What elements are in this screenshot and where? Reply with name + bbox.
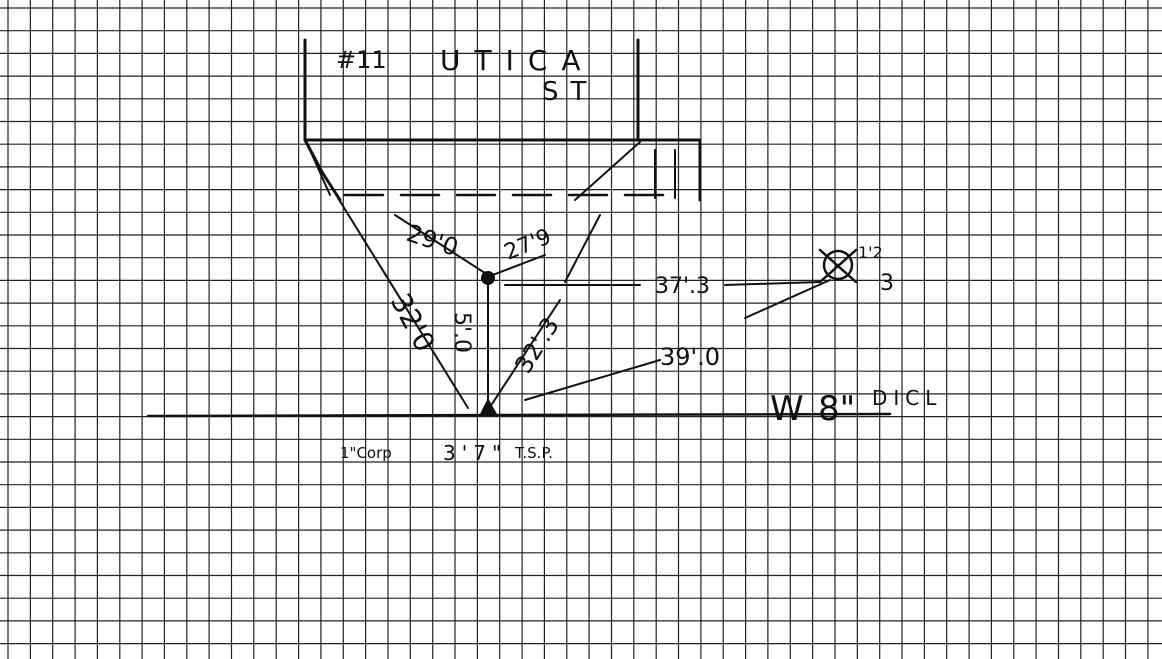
building-number: #11: [336, 46, 387, 74]
main-label: W 8" DICL: [770, 386, 942, 429]
tie-lines: [337, 197, 831, 409]
tap-marker: [480, 398, 497, 414]
dim-right-short: 32'.3: [509, 312, 565, 378]
street-suffix: ST: [542, 77, 598, 107]
street-name: UTICA: [440, 44, 595, 77]
main-type: DICL: [872, 386, 942, 410]
dim-long-right: 39'.0: [660, 343, 720, 371]
building-outline: [303, 38, 702, 202]
offset-label: 3'7": [443, 441, 507, 465]
tsp-label: T.S.P.: [514, 444, 553, 462]
dim-vertical: 5'.0: [449, 312, 474, 353]
curb-stop-marker: [481, 271, 495, 285]
water-main-line: [146, 412, 892, 418]
service-labels: 1"Corp 3'7" T.S.P.: [340, 441, 553, 465]
dim-circle-note-top: 1'2: [858, 243, 883, 262]
valve-symbol: [818, 248, 858, 284]
dimension-labels: 29'0 27'9 37'.3 32'0 5'.0 32'.3 39'.0 1'…: [384, 219, 894, 378]
main-size: 8": [818, 389, 855, 429]
service-size-label: 1"Corp: [340, 444, 392, 462]
dim-long-left: 32'0: [384, 288, 442, 357]
dim-circle-note-bottom: 3: [880, 271, 894, 296]
dim-left-diag: 29'0: [403, 219, 461, 262]
main-prefix: W: [770, 389, 804, 429]
dim-horizontal: 37'.3: [655, 274, 710, 299]
building-label: #11 UTICA ST: [336, 44, 598, 107]
dim-right-diag: 27'9: [501, 224, 555, 265]
